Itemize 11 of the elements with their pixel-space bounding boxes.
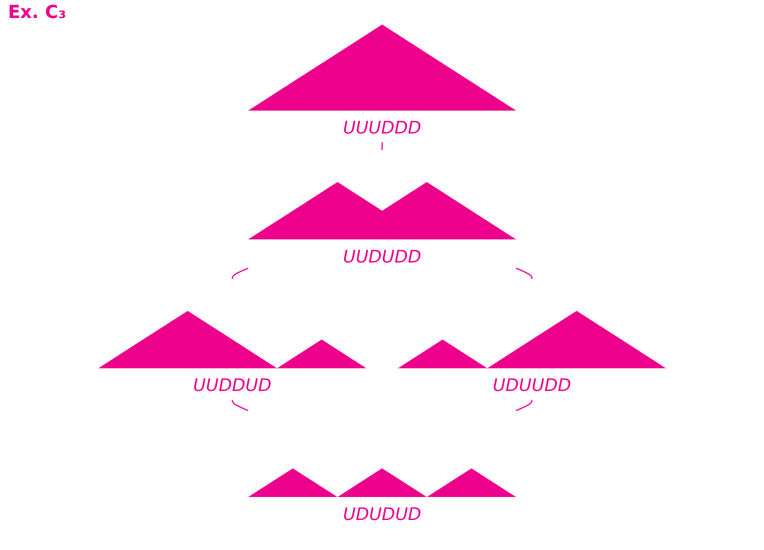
path-word-label: UUDDUD <box>193 376 272 396</box>
path-word-label: UDUUDD <box>492 376 571 396</box>
connector-line <box>232 400 248 412</box>
diagram-title: Ex. C₃ <box>8 2 66 23</box>
path-word-label: UDUDUD <box>342 504 422 525</box>
path-word-label: UUUDDD <box>342 118 422 138</box>
connector-line <box>232 268 248 279</box>
connector-line <box>516 400 532 412</box>
connector-line <box>381 142 383 150</box>
connector-line <box>516 268 532 279</box>
path-word-label: UUDUDD <box>342 247 422 268</box>
